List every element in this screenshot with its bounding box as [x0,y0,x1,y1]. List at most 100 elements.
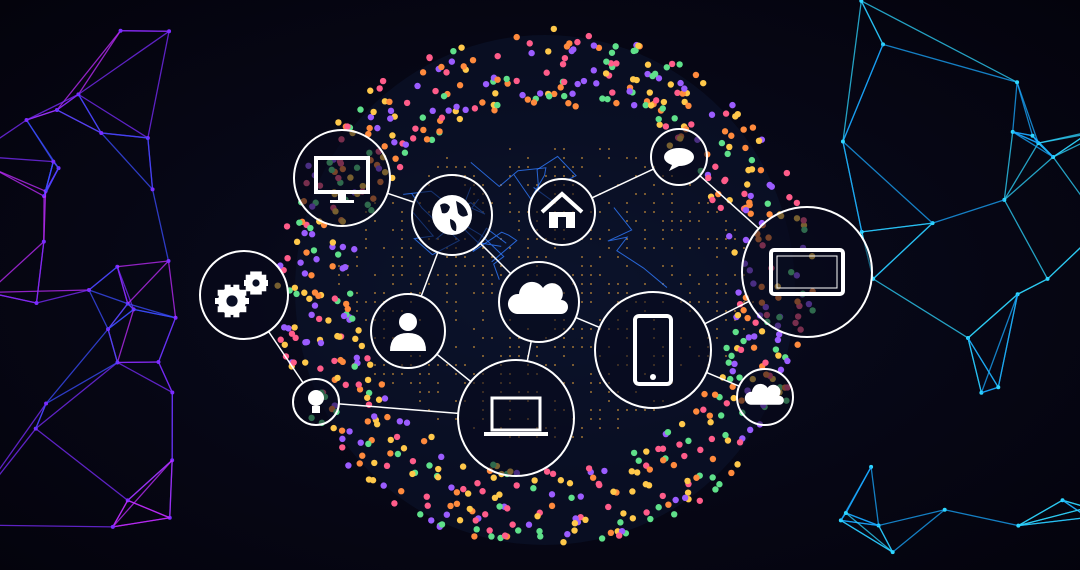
data-dot [530,485,537,492]
grid-dot [608,292,610,294]
grid-dot [437,382,439,384]
grid-dot [635,157,637,159]
grid-dot [536,238,538,240]
grid-dot [338,274,340,276]
grid-dot [671,265,673,267]
data-dot [456,115,464,123]
data-dot [612,43,619,50]
grid-dot [608,247,610,249]
grid-dot [653,247,655,249]
mesh-line [997,294,1019,388]
grid-dot [455,373,457,375]
data-dot [688,121,695,128]
data-dot [580,77,588,85]
data-dot [525,521,533,528]
data-dot [571,520,579,527]
mesh-line [0,294,37,304]
mesh-node [1016,523,1021,528]
grid-dot [626,211,628,213]
grid-dot [590,409,592,411]
mesh-line [56,30,122,111]
data-dot [663,64,670,71]
data-dot [290,359,297,366]
grid-dot [428,391,430,393]
grid-dot [662,229,664,231]
data-dot [740,126,747,133]
data-dot [375,396,383,403]
grid-dot [572,382,574,384]
grid-dot [626,202,628,204]
data-dot [701,390,708,398]
data-dot [582,516,589,524]
data-dot [731,360,738,368]
data-dot [574,38,581,46]
data-dot [783,169,791,177]
grid-dot [581,274,583,276]
mesh-line [1052,156,1080,196]
data-dot [664,428,672,436]
data-dot [434,474,442,481]
data-dot [352,335,359,343]
mesh-line [944,509,1019,527]
data-dot [746,201,753,209]
data-dot [659,445,667,452]
data-dot [741,190,748,198]
grid-dot [392,202,394,204]
data-dot [647,102,655,109]
data-dot [464,490,472,497]
grid-dot [338,283,340,285]
grid-dot [473,328,475,330]
data-dot [453,489,461,496]
data-dot [453,103,460,110]
data-dot [283,223,291,230]
data-dot [724,150,731,158]
grid-dot [743,247,745,249]
grid-dot [581,256,583,258]
grid-dot [599,319,601,321]
data-dot [593,80,600,87]
grid-dot [653,211,655,213]
data-dot [684,477,691,485]
data-dot [577,513,584,521]
data-dot [775,352,782,359]
grid-dot [509,193,511,195]
mesh-line [35,403,47,429]
data-dot [724,437,732,444]
mesh-line [169,460,173,518]
grid-dot [644,166,646,168]
data-dot [731,249,738,256]
grid-dot [590,373,592,375]
grid-dot [590,283,592,285]
node-monitor [293,129,391,227]
grid-dot [527,157,529,159]
grid-dot [590,418,592,420]
data-dot [709,455,717,463]
grid-dot [671,229,673,231]
data-dot [341,263,349,271]
grid-dot [509,211,511,213]
data-dot [629,488,636,495]
grid-dot [419,382,421,384]
grid-dot [455,319,457,321]
data-dot [712,163,719,170]
data-dot [745,334,753,341]
data-dot [742,144,749,152]
connection-line [526,341,532,362]
data-dot [482,80,490,88]
node-phone [594,291,712,409]
data-dot [358,342,366,350]
grid-dot [356,301,358,303]
grid-dot [527,247,529,249]
grid-dot [680,283,682,285]
mesh-line [0,157,54,163]
data-dot [302,339,309,346]
grid-dot [455,256,457,258]
data-dot [293,238,301,246]
grid-dot [356,265,358,267]
grid-dot [689,274,691,276]
mesh-line [151,189,170,262]
data-dot [644,70,651,78]
grid-dot [725,229,727,231]
mesh-line [127,499,171,519]
grid-dot [581,265,583,267]
